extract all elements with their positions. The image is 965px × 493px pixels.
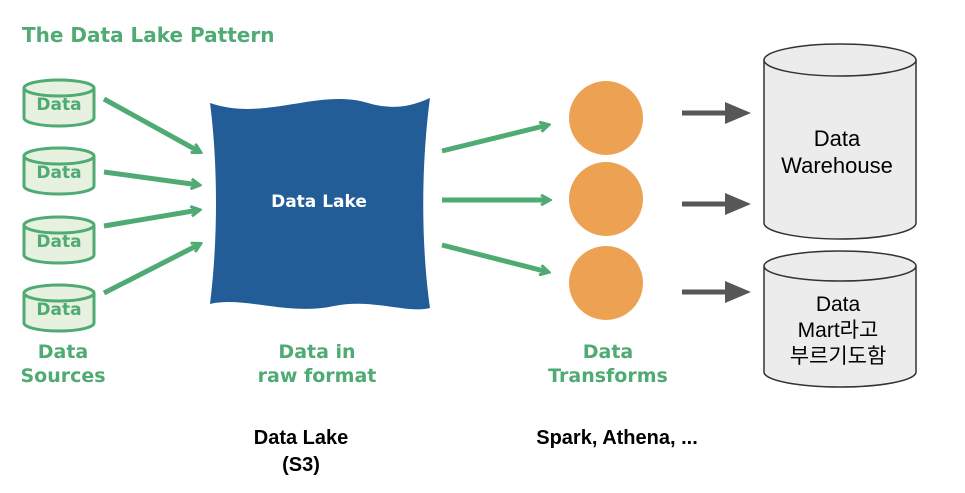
- transforms-label-line1: Data: [583, 341, 634, 363]
- mart-label-line3: 부르기도함: [790, 345, 887, 368]
- source-to-lake-arrow: [103, 169, 199, 185]
- raw-format-label-line1: Data in: [278, 341, 355, 363]
- data-source-cylinder: Data: [22, 78, 96, 128]
- data-source-cylinder: Data: [22, 146, 96, 196]
- warehouse-label-line2: Warehouse: [781, 153, 893, 178]
- transform-to-store-arrow: [682, 281, 751, 303]
- mart-label-line2: Mart라고: [798, 319, 879, 342]
- data-lake-shape: [210, 98, 430, 310]
- caption-data-lake: Data Lake: [254, 427, 349, 449]
- source-to-lake-arrow: [103, 210, 199, 229]
- data-lake-name: Data Lake: [271, 192, 367, 212]
- transform-node: [569, 162, 643, 236]
- transforms-label-line2: Transforms: [548, 365, 668, 387]
- transform-to-store-arrow: [682, 102, 751, 124]
- data-sources-label-line1: Data: [38, 341, 89, 363]
- data-source-label: Data: [36, 95, 81, 115]
- data-source-cylinder: Data: [22, 215, 96, 265]
- transform-node: [569, 246, 643, 320]
- source-to-lake-arrow: [102, 244, 200, 296]
- warehouse-label-line1: Data: [814, 126, 861, 151]
- mart-label-line1: Data: [816, 293, 861, 316]
- data-sources-label-line2: Sources: [20, 365, 105, 387]
- lake-to-transform-arrow: [441, 125, 548, 154]
- caption-engines: Spark, Athena, ...: [536, 427, 698, 449]
- caption-s3: (S3): [282, 454, 320, 476]
- data-source-cylinder: Data: [22, 283, 96, 333]
- diagram-title: The Data Lake Pattern: [22, 23, 274, 47]
- data-warehouse-cylinder: [763, 43, 917, 240]
- lake-to-transform-arrow: [441, 242, 548, 272]
- transform-node: [569, 81, 643, 155]
- data-source-label: Data: [36, 300, 81, 320]
- source-to-lake-arrow: [102, 96, 200, 155]
- transform-to-store-arrow: [682, 193, 751, 215]
- data-source-label: Data: [36, 232, 81, 252]
- raw-format-label-line2: raw format: [258, 365, 377, 387]
- data-mart-cylinder: [763, 250, 917, 388]
- data-source-label: Data: [36, 163, 81, 183]
